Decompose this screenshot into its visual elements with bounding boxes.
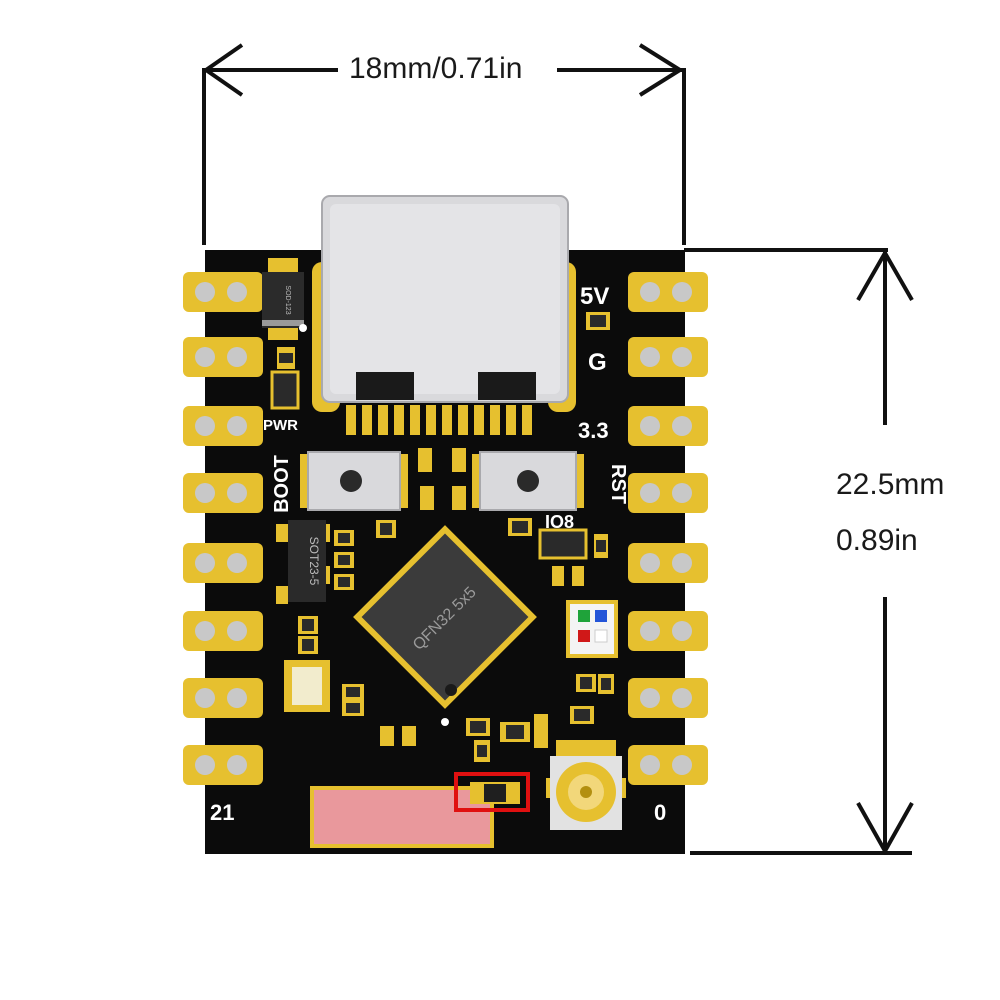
pin-pad	[183, 745, 263, 785]
boot-button-plunger	[340, 470, 362, 492]
led-blue	[595, 610, 607, 622]
width-arrowhead-right	[638, 43, 684, 97]
pin1-dot	[299, 324, 307, 332]
width-arrowhead-left	[202, 43, 244, 97]
label-pwr: PWR	[263, 417, 298, 434]
crystal-oscillator	[284, 616, 330, 712]
chip-marker-dot	[441, 718, 449, 726]
label-ground: G	[588, 349, 607, 376]
label-rst: RST	[607, 464, 629, 504]
pin-pad	[628, 678, 708, 718]
height-dimension	[684, 248, 914, 856]
smd-passives-chip-top	[376, 518, 608, 586]
ufl-antenna-connector	[546, 740, 626, 830]
ceramic-antenna	[310, 786, 494, 848]
highlight-box	[454, 772, 530, 812]
reset-button[interactable]	[472, 451, 584, 511]
diode-component: SOD-123	[262, 258, 304, 340]
pin-pad	[183, 337, 263, 377]
chip-pin1-dot	[445, 684, 457, 696]
highlighted-component	[454, 772, 530, 812]
led-red	[578, 630, 590, 642]
smd-passives-top-right	[586, 312, 610, 330]
rgb-led	[566, 600, 618, 658]
pin-pad	[628, 272, 708, 312]
reset-button-plunger	[517, 470, 539, 492]
pcb-board: SOD-123 SO	[183, 195, 708, 854]
pin-pad	[183, 406, 263, 446]
pin-pad	[183, 473, 263, 513]
pin-pad	[183, 272, 263, 312]
height-dimension-label-in: 0.89in	[836, 524, 918, 557]
usb-c-connector	[312, 195, 576, 435]
pin-pad	[628, 337, 708, 377]
label-5v: 5V	[580, 283, 609, 310]
height-arrowhead-bottom	[856, 802, 914, 856]
smd-passives-center	[418, 448, 466, 510]
pin-pad	[183, 678, 263, 718]
pin-pad	[183, 543, 263, 583]
height-dimension-label-mm: 22.5mm	[836, 468, 945, 501]
smd-passives-lower	[342, 674, 614, 762]
qfn-chip	[353, 525, 537, 709]
width-dimension	[202, 43, 686, 245]
pin-pad	[628, 406, 708, 446]
led-green	[578, 610, 590, 622]
pin-pad	[628, 611, 708, 651]
label-3v3: 3.3	[578, 418, 609, 443]
pin-pad	[628, 473, 708, 513]
pin-pad	[628, 745, 708, 785]
height-arrowhead-top	[856, 248, 914, 301]
boot-button[interactable]	[300, 451, 408, 511]
voltage-regulator: SOT23-5	[276, 520, 354, 604]
label-io8: IO8	[545, 512, 574, 532]
smd-passives-left	[270, 347, 300, 410]
regulator-label: SOT23-5	[307, 537, 321, 586]
label-pin-21: 21	[210, 800, 234, 825]
pin-pad	[628, 543, 708, 583]
label-boot: BOOT	[271, 455, 293, 513]
usb-contacts	[346, 405, 532, 435]
width-dimension-label: 18mm/0.71in	[345, 54, 527, 84]
left-pin-row	[183, 272, 263, 785]
right-pin-row	[628, 272, 708, 785]
label-pin-0: 0	[654, 800, 666, 825]
pin-pad	[183, 611, 263, 651]
diode-label: SOD-123	[284, 285, 291, 314]
